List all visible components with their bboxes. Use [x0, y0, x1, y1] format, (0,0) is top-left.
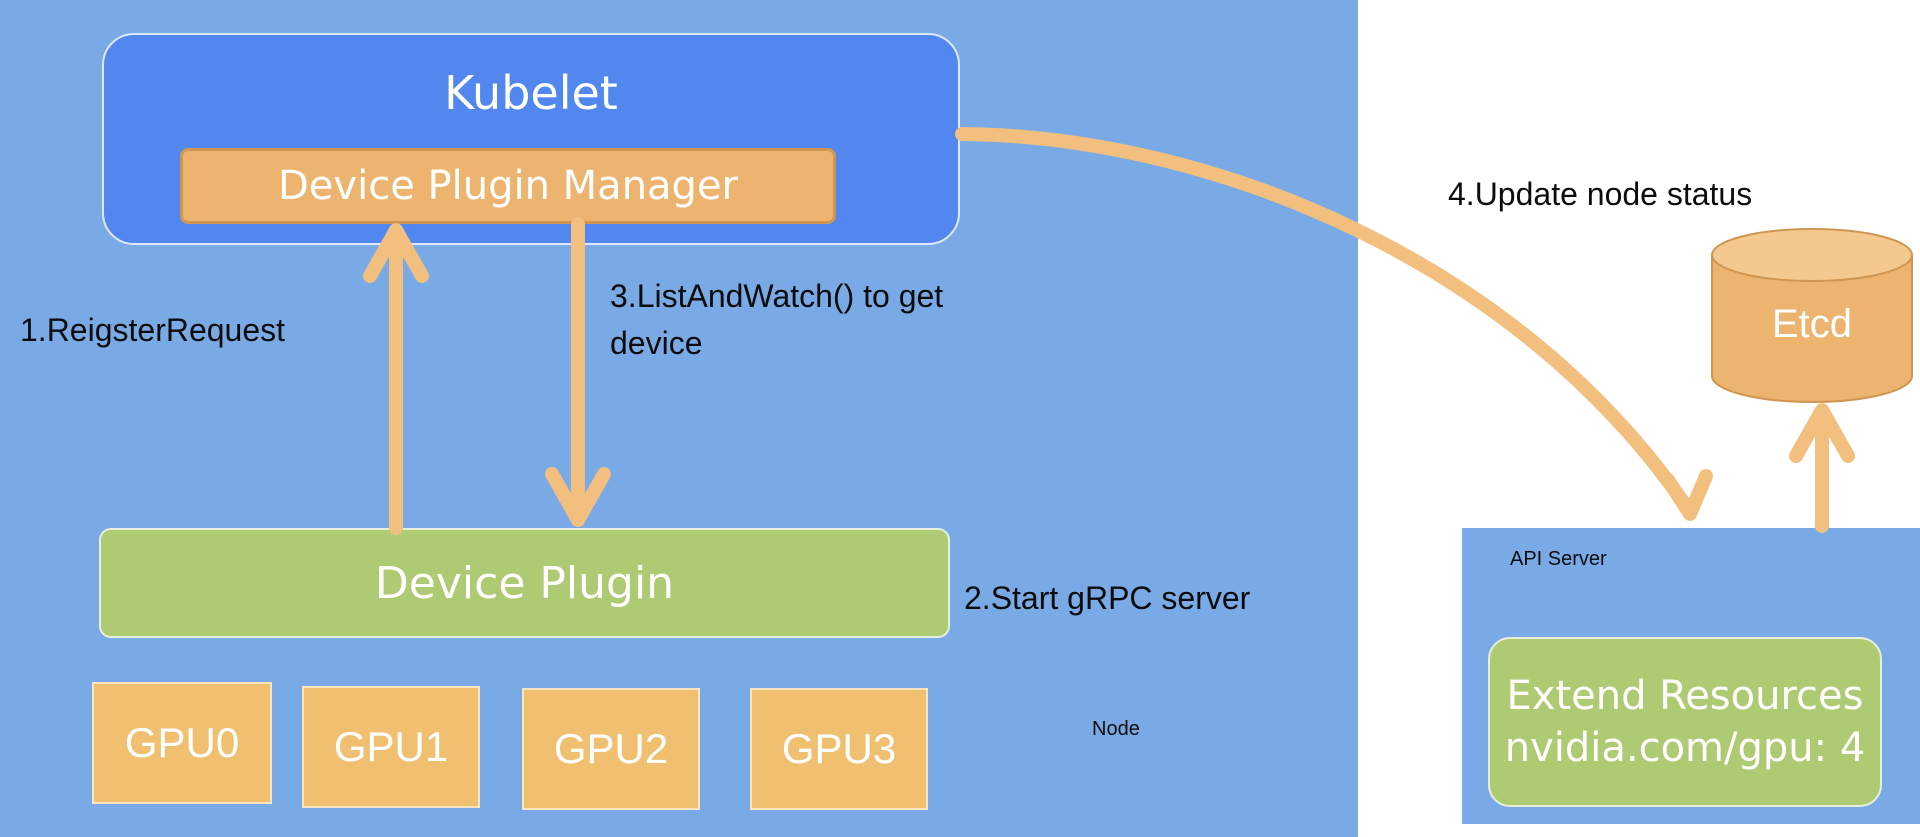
etcd-label: Etcd	[1771, 302, 1853, 346]
api-server-label: API Server	[1510, 548, 1607, 570]
gpu-box: GPU3	[750, 688, 928, 810]
gpu-box: GPU2	[522, 688, 700, 810]
extend-resources-title: Extend Resources	[1506, 673, 1864, 719]
list-and-watch-arrow	[545, 217, 611, 527]
extend-resources-box: Extend Resources nvidia.com/gpu: 4	[1488, 637, 1882, 807]
update-node-status-arrow	[955, 127, 1713, 521]
step3-label-line2: device	[610, 325, 703, 361]
extend-resources-value: nvidia.com/gpu: 4	[1504, 725, 1866, 771]
gpu-box: GPU1	[302, 686, 480, 808]
etcd-cylinder	[1711, 228, 1913, 403]
device-plugin-box: Device Plugin	[99, 528, 950, 638]
step1-label: 1.ReigsterRequest	[20, 312, 286, 348]
gpu-box: GPU0	[92, 682, 272, 804]
device-plugin-manager-box: Device Plugin Manager	[180, 148, 836, 224]
kubelet-title: Kubelet	[444, 66, 618, 120]
node-label: Node	[1092, 718, 1140, 740]
register-request-arrow	[363, 223, 429, 535]
step3-label-line1: 3.ListAndWatch() to get	[610, 278, 944, 314]
api-to-etcd-arrow	[1789, 403, 1855, 533]
step2-label: 2.Start gRPC server	[964, 580, 1251, 616]
step4-label: 4.Update node status	[1448, 176, 1753, 212]
